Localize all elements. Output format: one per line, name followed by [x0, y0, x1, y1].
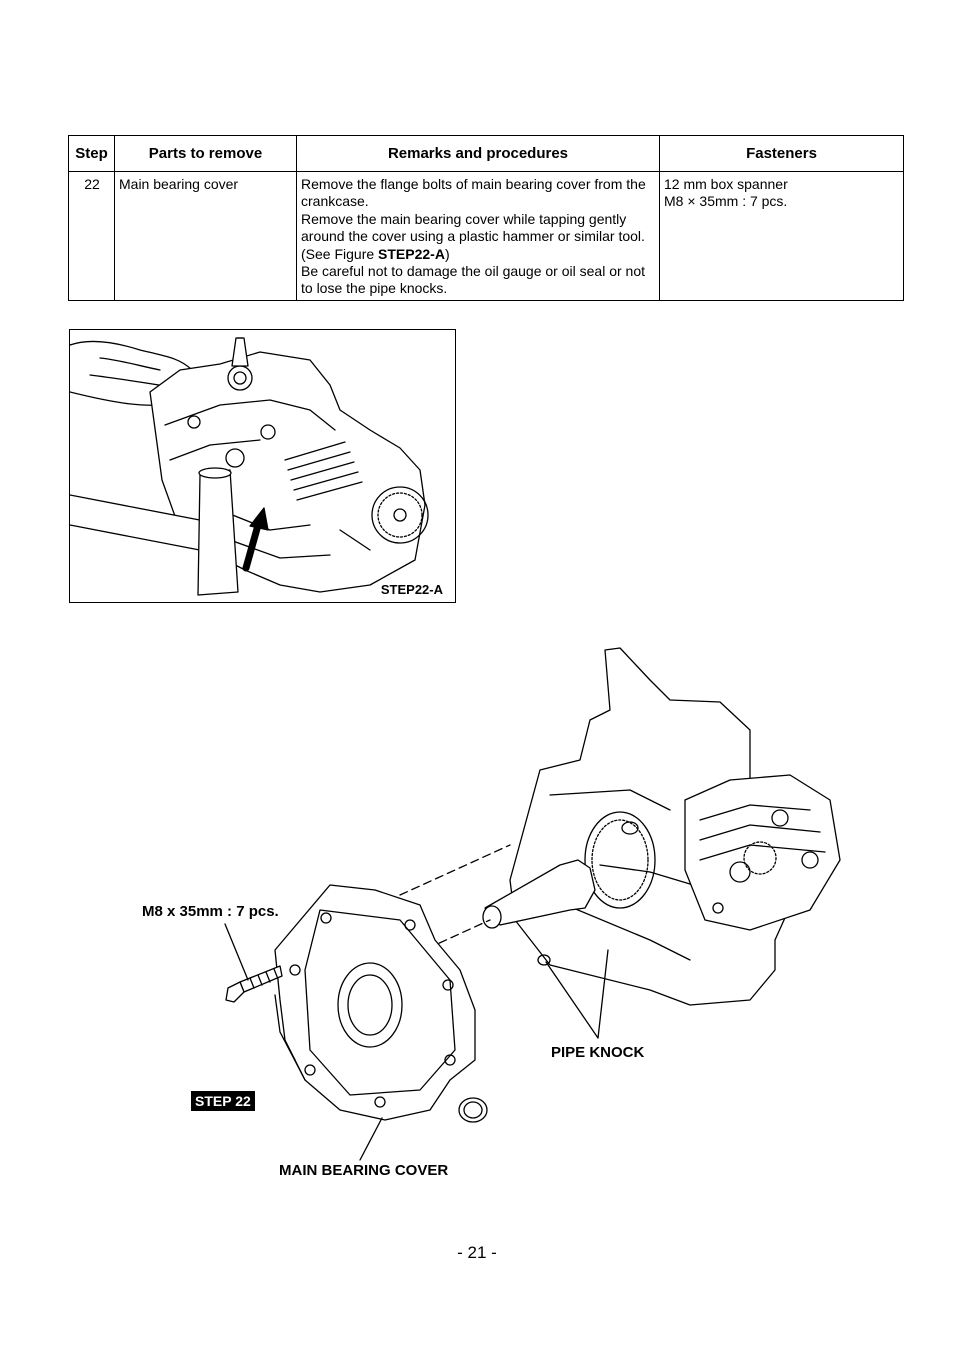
header-parts: Parts to remove	[114, 135, 297, 172]
procedure-table: Step Parts to remove Remarks and procedu…	[68, 135, 904, 301]
main-bearing-cover-callout: MAIN BEARING COVER	[279, 1162, 449, 1179]
crankcase-exploded-illustration	[224, 647, 841, 1161]
step-badge: STEP 22	[191, 1091, 255, 1111]
remarks-line: Be careful not to damage the oil gauge o…	[301, 263, 645, 280]
header-step: Step	[68, 135, 115, 172]
page-number: - 21 -	[457, 1243, 497, 1262]
fastener-line: M8 × 35mm : 7 pcs.	[664, 193, 788, 210]
cell-remarks: Remove the flange bolts of main bearing …	[296, 171, 660, 301]
pipe-knock-callout: PIPE KNOCK	[551, 1044, 645, 1061]
exploded-diagram: M8 x 35mm : 7 pcs. PIPE KNOCK MAIN BEARI…	[130, 640, 850, 1200]
remarks-text: )	[444, 245, 450, 262]
engine-tapping-illustration	[70, 337, 429, 596]
figure-caption: STEP22-A	[380, 582, 443, 597]
remarks-line: (See Figure STEP22-A)	[301, 246, 656, 263]
bolt-callout: M8 x 35mm : 7 pcs.	[142, 903, 279, 920]
photo-figure-step22a: STEP22-A	[69, 329, 456, 603]
cell-parts: Main bearing cover	[114, 171, 297, 301]
remarks-line: crankcase.	[301, 193, 369, 210]
header-remarks: Remarks and procedures	[296, 135, 660, 172]
cell-step: 22	[68, 171, 115, 301]
remarks-line: Remove the main bearing cover while tapp…	[301, 210, 627, 227]
remarks-line: to lose the pipe knocks.	[301, 280, 448, 297]
remarks-text: (See Figure	[301, 245, 379, 262]
table-header-row: Step Parts to remove Remarks and procedu…	[68, 135, 904, 172]
cell-fasteners: 12 mm box spanner M8 × 35mm : 7 pcs.	[659, 171, 904, 301]
header-fasteners: Fasteners	[659, 135, 904, 172]
table-row: 22 Main bearing cover Remove the flange …	[68, 171, 904, 301]
fastener-line: 12 mm box spanner	[664, 176, 788, 192]
remarks-line: Remove the flange bolts of main bearing …	[301, 176, 646, 192]
figure-reference: STEP22-A	[378, 245, 445, 262]
remarks-line: around the cover using a plastic hammer …	[301, 228, 645, 245]
